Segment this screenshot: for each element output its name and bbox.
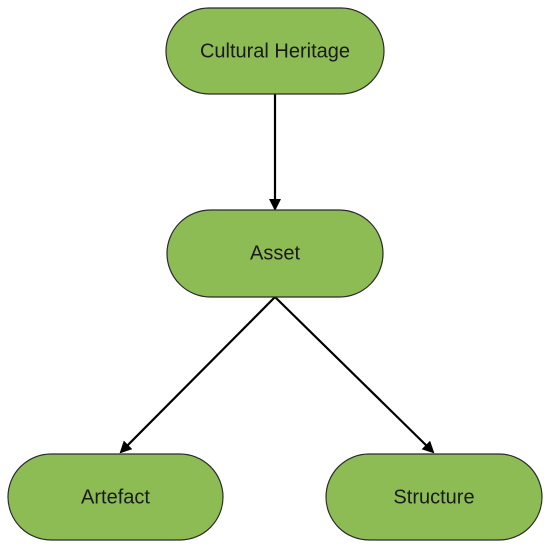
edge-asset-to-artefact: [119, 296, 276, 454]
node-cultural-heritage: Cultural Heritage: [165, 7, 385, 95]
node-label-structure: Structure: [393, 486, 474, 508]
node-label-artefact: Artefact: [81, 486, 150, 508]
node-asset: Asset: [166, 209, 384, 298]
node-label-cultural-heritage: Cultural Heritage: [200, 40, 350, 62]
node-label-asset: Asset: [250, 242, 300, 264]
node-structure: Structure: [325, 453, 543, 541]
node-artefact: Artefact: [7, 453, 224, 541]
edge-asset-to-structure: [274, 296, 435, 454]
